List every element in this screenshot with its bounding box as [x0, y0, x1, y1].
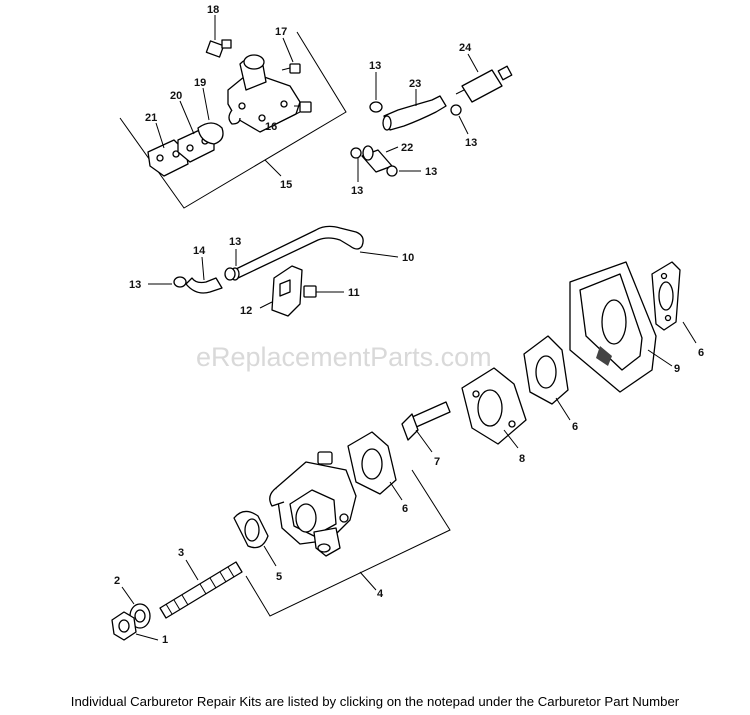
- callout-1: 1: [162, 634, 168, 646]
- part-7-bolt[interactable]: [401, 401, 451, 453]
- fuel-line-group: [350, 53, 513, 182]
- part-3-stud[interactable]: [159, 559, 243, 619]
- callout-2: 2: [114, 575, 120, 587]
- part-4-carburetor[interactable]: [269, 451, 357, 557]
- part-13-clamp-f[interactable]: [148, 276, 187, 288]
- part-17-screw[interactable]: [281, 37, 301, 74]
- part-23-fuel-hose[interactable]: [382, 89, 447, 131]
- callout-17: 17: [275, 26, 287, 38]
- callout-13-f: 13: [129, 279, 141, 291]
- part-6-gasket-b[interactable]: [347, 431, 403, 501]
- callout-3: 3: [178, 547, 184, 559]
- callout-24: 24: [459, 42, 472, 54]
- part-13-clamp-c[interactable]: [350, 147, 362, 182]
- part-18-connector[interactable]: [205, 15, 232, 58]
- part-1-nut[interactable]: [111, 611, 159, 641]
- part-6-gasket-c[interactable]: [523, 335, 571, 421]
- part-24-fuel-filter[interactable]: [455, 53, 513, 103]
- footer-note: Individual Carburetor Repair Kits are li…: [70, 694, 680, 709]
- part-14-fuel-hose[interactable]: [185, 256, 223, 294]
- callout-19: 19: [194, 77, 206, 89]
- callout-16: 16: [265, 121, 277, 133]
- callout-10: 10: [402, 252, 414, 264]
- part-13-clamp-e[interactable]: [224, 249, 237, 281]
- callout-4: 4: [377, 588, 384, 600]
- callout-11: 11: [348, 287, 360, 299]
- callout-12: 12: [240, 305, 252, 317]
- part-11-screw[interactable]: [303, 285, 344, 298]
- callout-14: 14: [193, 245, 206, 257]
- callout-5: 5: [276, 571, 282, 583]
- callout-18: 18: [207, 4, 219, 16]
- intake-group: [401, 261, 697, 453]
- carburetor-group: [233, 431, 451, 617]
- callout-13-a: 13: [369, 60, 381, 72]
- callout-6-d: 6: [698, 347, 704, 359]
- callout-8: 8: [519, 453, 525, 465]
- callout-23: 23: [409, 78, 421, 90]
- part-12-bracket[interactable]: [259, 265, 303, 317]
- callout-13-d: 13: [425, 166, 437, 178]
- callout-6-c: 6: [572, 421, 578, 433]
- callout-15: 15: [280, 179, 292, 191]
- part-16-screw[interactable]: [275, 101, 312, 125]
- callout-13-c: 13: [351, 185, 363, 197]
- part-5-gasket[interactable]: [233, 510, 277, 567]
- fastener-group: [111, 559, 243, 641]
- callout-9: 9: [674, 363, 680, 375]
- group-bracket-4: [245, 469, 451, 617]
- watermark-text: eReplacementParts.com: [196, 342, 492, 372]
- callout-6-b: 6: [402, 503, 408, 515]
- part-8-spacer[interactable]: [461, 367, 527, 449]
- callout-20: 20: [170, 90, 182, 102]
- fuel-pump-group: [119, 15, 347, 209]
- callout-13-b: 13: [465, 137, 477, 149]
- part-10-fuel-pipe[interactable]: [230, 225, 399, 281]
- part-6-gasket-d[interactable]: [651, 261, 697, 344]
- part-9-air-cleaner-base[interactable]: [569, 261, 673, 393]
- callout-13-e: 13: [229, 236, 241, 248]
- callout-21: 21: [145, 112, 157, 124]
- part-15-fuel-pump[interactable]: [227, 54, 301, 133]
- callout-labels: 18 17 19 20 21 16 15 13 24 23 13 22 13 1…: [114, 4, 704, 646]
- fuel-pipe-group: [148, 225, 399, 317]
- part-13-clamp-b[interactable]: [450, 104, 469, 135]
- part-13-clamp-a[interactable]: [369, 72, 383, 113]
- part-19-gasket[interactable]: [197, 87, 224, 145]
- part-13-clamp-d[interactable]: [386, 165, 421, 177]
- callout-7: 7: [434, 456, 440, 468]
- callout-22: 22: [401, 142, 413, 154]
